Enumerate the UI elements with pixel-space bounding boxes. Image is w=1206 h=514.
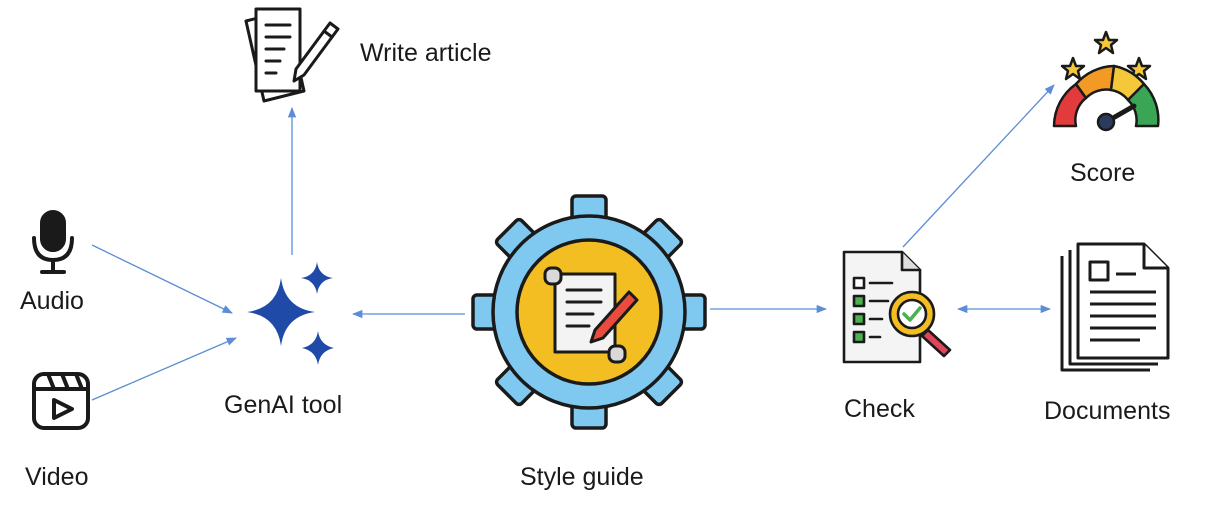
article-pencil-icon	[244, 7, 340, 103]
sparkle-small-top	[301, 262, 333, 294]
label-video: Video	[25, 463, 89, 491]
gauge-stars-icon	[1052, 30, 1160, 132]
video-clapper-icon	[32, 372, 90, 430]
sparkle-large	[247, 278, 315, 346]
gear-scroll-icon	[471, 194, 707, 430]
sparkle-stars-icon	[247, 262, 334, 365]
label-documents: Documents	[1044, 397, 1171, 425]
checklist-magnifier-icon	[842, 250, 952, 364]
connectors	[91, 84, 1055, 401]
documents-stack-icon	[1060, 242, 1170, 372]
label-check: Check	[844, 395, 915, 423]
label-audio: Audio	[20, 287, 84, 315]
label-score: Score	[1070, 159, 1136, 187]
label-write-article: Write article	[360, 39, 492, 67]
arrow-audio-to-genai	[91, 244, 233, 314]
microphone-icon	[32, 210, 74, 274]
arrow-video-to-genai	[91, 337, 237, 401]
label-genai-tool: GenAI tool	[224, 391, 343, 419]
label-style-guide: Style guide	[520, 463, 644, 491]
arrow-check-to-score	[902, 84, 1055, 248]
sparkle-small-bottom	[302, 331, 334, 365]
